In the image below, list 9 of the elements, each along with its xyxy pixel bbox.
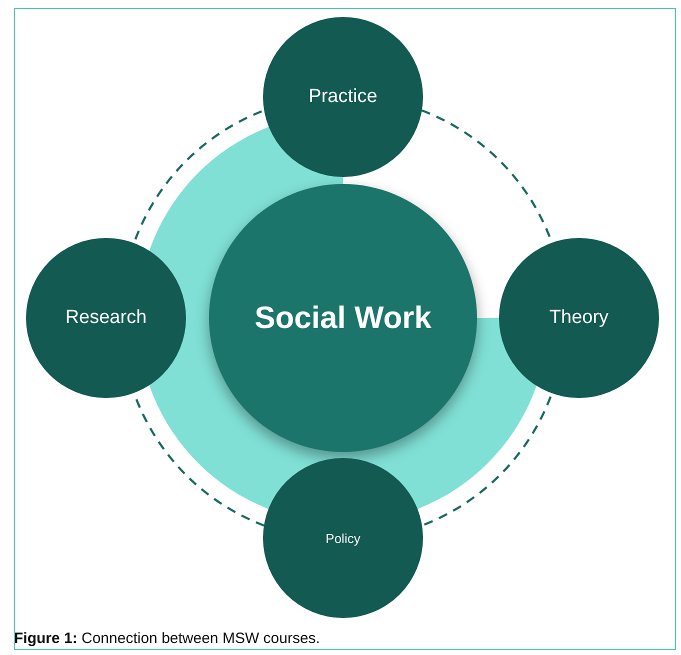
topic-circle: Practice [263, 17, 423, 177]
dashed-arc [421, 109, 552, 240]
topic-circle: Research [26, 238, 186, 398]
figure-caption: Figure 1: Connection between MSW courses. [14, 630, 320, 647]
dashed-arc [421, 396, 552, 527]
dashed-arc [134, 109, 265, 240]
dashed-arc [134, 396, 265, 527]
topic-circle: Theory [499, 238, 659, 398]
topic-circle: Policy [263, 458, 423, 618]
